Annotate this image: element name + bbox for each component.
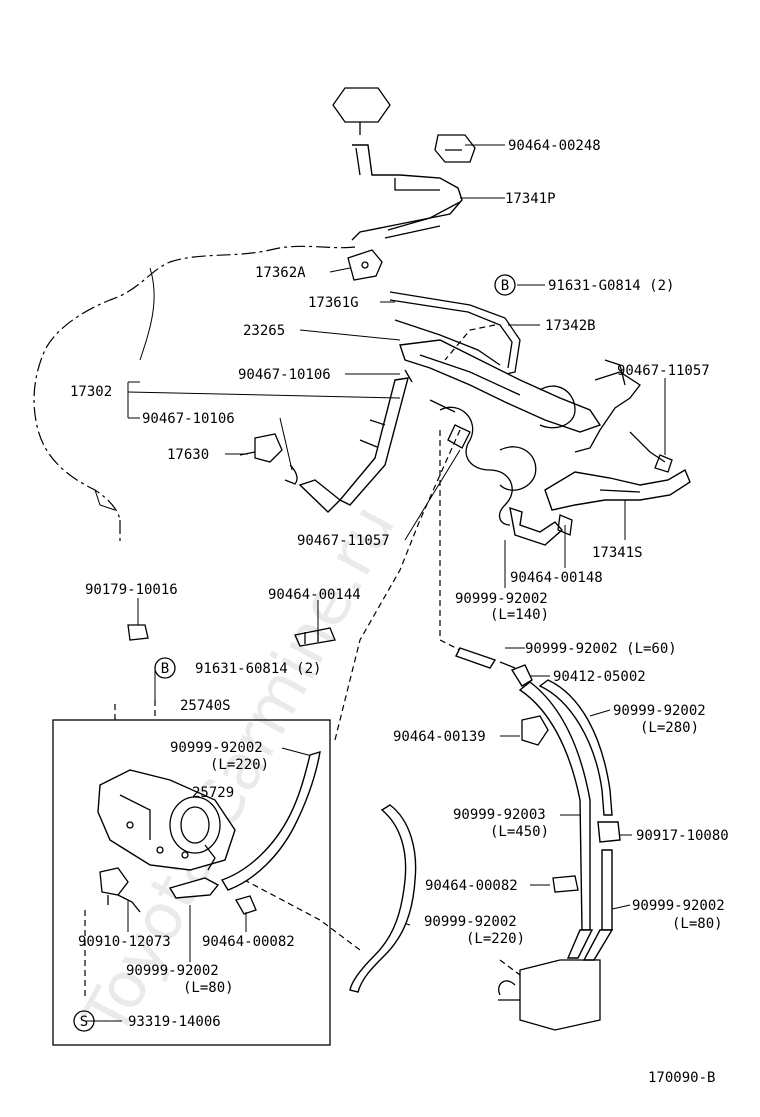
label-90999-92003: 90999-92003 — [453, 807, 546, 823]
marker-b-top: B — [501, 278, 509, 294]
marker-b-group: B B — [154, 274, 516, 679]
diagram-code: 170090-B — [648, 1070, 715, 1086]
label-90917-10080: 90917-10080 — [636, 828, 729, 844]
label-L220a: (L=220) — [210, 757, 269, 773]
label-L220b: (L=220) — [466, 931, 525, 947]
label-90464-00082-a: 90464-00082 — [425, 878, 518, 894]
fuel-filler-fitting — [332, 87, 463, 241]
label-90464-00248: 90464-00248 — [508, 138, 601, 154]
label-17362A: 17362A — [255, 265, 306, 281]
fuel-tank-outline — [498, 959, 601, 1031]
label-90179-10016: 90179-10016 — [85, 582, 178, 598]
label-L80b: (L=80) — [183, 980, 234, 996]
engine-outline — [33, 245, 356, 545]
label-17341S: 17341S — [592, 545, 643, 561]
label-25740S: 25740S — [180, 698, 231, 714]
label-90464-00139: 90464-00139 — [393, 729, 486, 745]
clip-90179-10016 — [127, 624, 149, 641]
label-17341P: 17341P — [505, 191, 556, 207]
leader-lines — [85, 144, 666, 1022]
vapor-pipe-assembly — [399, 339, 641, 526]
clip-90464-00248 — [434, 134, 476, 163]
label-90464-00148: 90464-00148 — [510, 570, 603, 586]
hose-L220-outside — [349, 804, 417, 993]
bracket-17362A — [347, 249, 383, 281]
part-labels: 90464-00248 17341P 17362A 91631-G0814 (2… — [70, 138, 729, 1086]
label-L450: (L=450) — [490, 824, 549, 840]
pipe-17302 — [298, 369, 413, 513]
label-91631-60814: 91631-60814 (2) — [195, 661, 321, 677]
vsv-17630 — [239, 433, 298, 485]
hose-17341S — [509, 431, 691, 546]
label-L140: (L=140) — [490, 607, 549, 623]
label-90999-92002-80a: 90999-92002 — [632, 898, 725, 914]
label-90467-10106-b: 90467-10106 — [142, 411, 235, 427]
label-90467-10106-a: 90467-10106 — [238, 367, 331, 383]
label-90999-92002-60: 90999-92002 (L=60) — [525, 641, 677, 657]
canister-box-25740S: S — [52, 719, 331, 1046]
clip-90464-00144 — [294, 627, 336, 647]
label-90999-92002-80b: 90999-92002 — [126, 963, 219, 979]
label-90467-11057-b: 90467-11057 — [297, 533, 390, 549]
label-90464-00082-b: 90464-00082 — [202, 934, 295, 950]
label-17630: 17630 — [167, 447, 209, 463]
label-90999-92002-140: 90999-92002 — [455, 591, 548, 607]
label-90999-92002-220a: 90999-92002 — [170, 740, 263, 756]
label-23265: 23265 — [243, 323, 285, 339]
label-90467-11057-a: 90467-11057 — [617, 363, 710, 379]
marker-b-mid: B — [161, 661, 169, 677]
marker-s: S — [80, 1014, 88, 1030]
dashed-routes — [84, 324, 521, 1000]
label-90464-00144: 90464-00144 — [268, 587, 361, 603]
right-hose-bundle — [455, 647, 621, 961]
label-91631-G0814: 91631-G0814 (2) — [548, 278, 674, 294]
label-93319-14006: 93319-14006 — [128, 1014, 221, 1030]
label-90412-05002: 90412-05002 — [553, 669, 646, 685]
label-17302: 17302 — [70, 384, 112, 400]
label-17342B: 17342B — [545, 318, 596, 334]
label-90999-92002-220b: 90999-92002 — [424, 914, 517, 930]
label-L280: (L=280) — [640, 720, 699, 736]
label-90999-92002-280: 90999-92002 — [613, 703, 706, 719]
label-25729: 25729 — [192, 785, 234, 801]
label-90910-12073: 90910-12073 — [78, 934, 171, 950]
label-17361G: 17361G — [308, 295, 359, 311]
label-L80a: (L=80) — [672, 916, 723, 932]
